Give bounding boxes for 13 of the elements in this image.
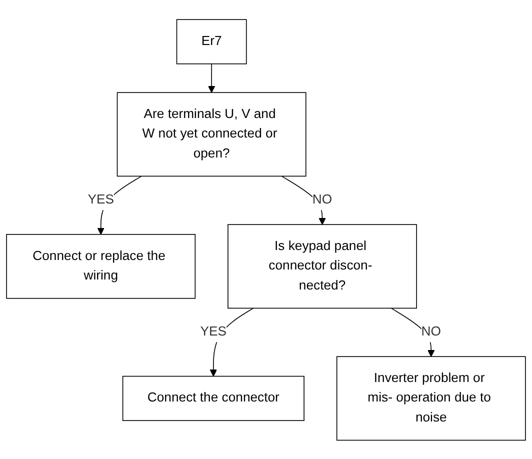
arrow <box>390 307 435 357</box>
node-box: Connect the connector <box>122 375 304 421</box>
edge-label: NO <box>421 324 441 339</box>
node-box: Is keypad panel connector discon- nected? <box>228 224 417 308</box>
node-box: Are terminals U, V and W not yet connected or open? <box>116 92 306 176</box>
node-box: Connect or replace the wiring <box>6 234 196 298</box>
edge-label: YES <box>200 324 227 339</box>
arrow <box>208 63 216 92</box>
node-box: Inverter problem or mis- operation due to noise <box>336 356 526 440</box>
edge-label: NO <box>312 192 332 207</box>
edge-label: YES <box>88 192 114 207</box>
node-box: Er7 <box>176 18 247 64</box>
arrow <box>281 175 326 224</box>
